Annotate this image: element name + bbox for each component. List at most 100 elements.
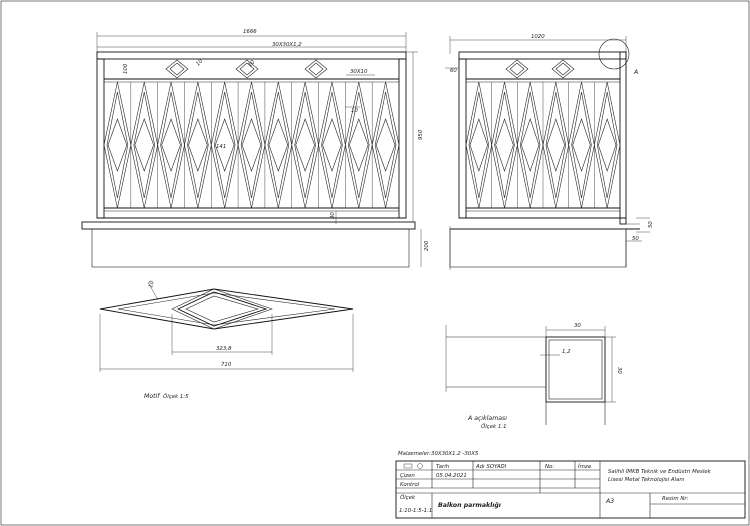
lattice-diamond xyxy=(106,91,129,199)
lattice-diamond xyxy=(469,118,488,172)
lattice-diamond xyxy=(291,81,319,209)
title-block: Tarih Adı SOYADI No: İmza Çizen 05.04.20… xyxy=(395,460,746,519)
front-left-post xyxy=(96,58,105,219)
motif-inner-width-dim: 323,8 xyxy=(216,346,232,352)
scale-values: 1:10-1:5-1:1 xyxy=(399,508,432,514)
lattice-diamond xyxy=(597,91,618,199)
lattice-diamond xyxy=(188,118,208,172)
col-sign-label: İmza xyxy=(578,463,591,470)
lattice-diamond xyxy=(157,81,185,209)
lattice-diamond xyxy=(598,118,617,172)
lattice-diamond xyxy=(545,91,566,199)
lattice-diamond xyxy=(237,81,266,209)
front-height-dim: 950 xyxy=(418,129,424,140)
motif-bar-gap-dim: 10 xyxy=(148,280,156,289)
lattice-diamond xyxy=(107,118,128,172)
lattice-diamond xyxy=(517,81,544,209)
motif-scale: Ölçek 1:5 xyxy=(163,393,189,400)
lattice-diamond xyxy=(210,81,239,209)
lattice-diamond xyxy=(371,81,400,209)
side-top-diamonds xyxy=(505,59,575,79)
lattice-diamond xyxy=(494,91,515,199)
lattice-diamond xyxy=(348,91,370,199)
col-name-label: Adı SOYADI xyxy=(475,464,507,470)
lattice-diamond xyxy=(130,81,158,209)
detail-title: A açıklaması xyxy=(467,415,507,422)
slab-height-dim: 200 xyxy=(424,240,430,251)
motif-overall-width-dim: 710 xyxy=(221,362,232,368)
drawn-date: 05.04.2021 xyxy=(436,473,467,479)
lattice-diamond xyxy=(264,81,293,209)
side-width-dim: 1020 xyxy=(531,34,545,40)
school-line-2: Lisesi Metal Teknolojisi Alanı xyxy=(608,477,685,483)
lattice-diamond xyxy=(349,118,369,172)
front-top-diamonds xyxy=(165,59,328,79)
lattice-diamond xyxy=(546,118,565,172)
front-view: 1666 30X30X1,2 100 10 10 30X10 1 xyxy=(81,29,430,268)
lattice-diamond xyxy=(213,91,236,199)
side-lattice xyxy=(465,81,621,209)
lattice-diamond xyxy=(374,91,397,199)
materials-note: Malzemeler:30X30X1.2 -30X5 xyxy=(398,451,479,457)
lattice-diamond xyxy=(184,81,212,209)
bottom-gap-dim: 30 xyxy=(330,212,336,219)
motif-label-dim: 10 xyxy=(247,59,256,68)
lattice-diamond xyxy=(103,81,132,209)
lattice-diamond xyxy=(465,81,492,209)
row-drawn-label: Çizen xyxy=(400,473,415,479)
lattice-diamond xyxy=(187,91,209,199)
motif-inner-diamond xyxy=(176,291,268,327)
sheet-size: A3 xyxy=(605,498,614,505)
lattice-diamond xyxy=(572,118,591,172)
side-right-post xyxy=(619,51,627,225)
profile-inner xyxy=(548,339,603,400)
lattice-diamond xyxy=(321,91,343,199)
lattice-diamond xyxy=(375,118,396,172)
lattice-diamond xyxy=(568,81,595,209)
lattice-diamond xyxy=(571,91,592,199)
lattice-diamond xyxy=(268,118,289,172)
school-line-1: Salihli İMKB Teknik ve Endüstri Meslek xyxy=(608,468,712,475)
side-top-rail xyxy=(458,51,627,60)
top-rail-profile-label: 30X30X1,2 xyxy=(272,42,302,48)
front-lattice xyxy=(103,81,400,209)
detail-profile-height-dim: 30 xyxy=(616,367,622,374)
lattice-diamond xyxy=(214,118,235,172)
motif-view: 10 323,8 710 Motif Ölçek 1:5 xyxy=(99,280,354,400)
motif-outer-diamond xyxy=(99,288,354,330)
front-width-dim: 1666 xyxy=(243,29,257,35)
lattice-diamond xyxy=(133,91,155,199)
side-slab xyxy=(449,228,627,268)
detail-wall-thickness-dim: 1,2 xyxy=(562,349,571,355)
motif-width-dim: 141 xyxy=(216,144,226,150)
flat-bar-label: 30X10 xyxy=(350,69,368,75)
detail-a-view: 30 1,2 30 A açıklaması Ölçek 1:1 xyxy=(445,323,622,430)
lattice-diamond xyxy=(495,118,514,172)
row-check-label: Kontrol xyxy=(400,482,420,488)
side-left-post xyxy=(458,58,467,219)
lattice-diamond xyxy=(295,118,315,172)
detail-a-circle xyxy=(598,38,630,70)
side-top-offset-dim: 60 xyxy=(450,68,457,74)
lattice-diamond xyxy=(161,118,181,172)
side-view: 1020 60 A 50 50 xyxy=(445,34,654,270)
lattice-diamond xyxy=(240,91,263,199)
lattice-diamond xyxy=(241,118,262,172)
lattice-diamond xyxy=(521,118,540,172)
front-small-dim: 10 xyxy=(351,108,358,114)
lattice-diamond xyxy=(468,91,489,199)
col-date-label: Tarih xyxy=(436,464,450,470)
front-top-rail xyxy=(96,51,407,60)
motif-gap-dim: 10 xyxy=(195,58,204,67)
lattice-diamond xyxy=(520,91,541,199)
scale-label: Ölçek xyxy=(400,494,416,501)
drawing-no-label: Resim Nr: xyxy=(662,496,689,502)
lattice-diamond xyxy=(294,91,316,199)
lattice-diamond xyxy=(267,91,290,199)
col-no-label: No: xyxy=(545,464,554,470)
detail-scale: Ölçek 1:1 xyxy=(481,423,507,430)
lattice-diamond xyxy=(134,118,154,172)
motif-offset-dim: 100 xyxy=(123,63,129,74)
